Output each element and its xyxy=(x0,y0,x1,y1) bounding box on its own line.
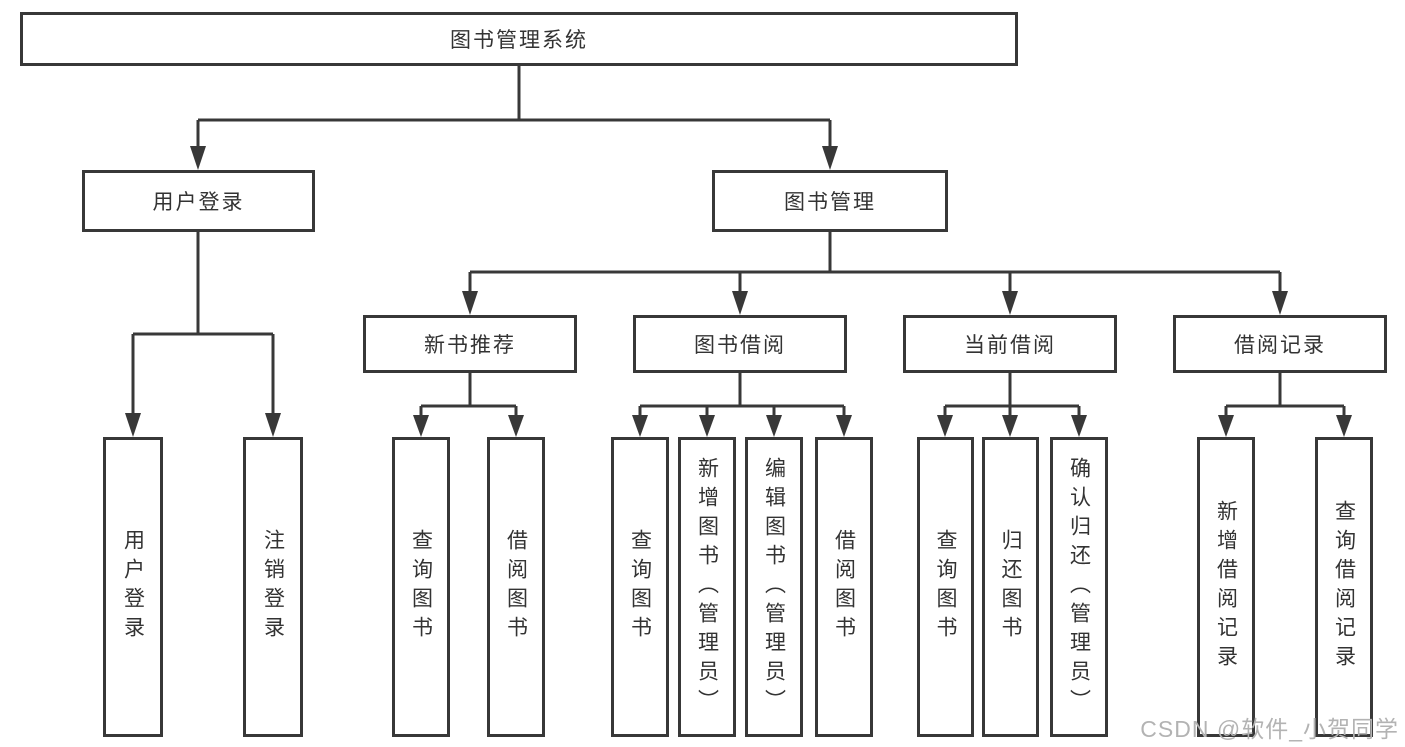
node-current-borrow-label: 当前借阅 xyxy=(964,334,1056,357)
node-user-login: 用户登录 xyxy=(82,170,315,232)
node-borrow-records: 借阅记录 xyxy=(1173,315,1387,373)
connector-new-books-to-leaves xyxy=(413,373,524,437)
leaf-confirm-return-admin: 确认归还（管理员） xyxy=(1050,437,1108,737)
leaf-add-borrow-record-label: 新增借阅记录 xyxy=(1214,500,1238,674)
connector-current-borrow-to-leaves xyxy=(937,373,1087,437)
leaf-return-books-label: 归还图书 xyxy=(999,529,1023,645)
leaf-query-borrow-record: 查询借阅记录 xyxy=(1315,437,1373,737)
leaf-query-books-recommend: 查询图书 xyxy=(392,437,450,737)
connector-borrow-records-to-leaves xyxy=(1218,373,1352,437)
leaf-user-login: 用户登录 xyxy=(103,437,163,737)
connector-book-borrow-to-leaves xyxy=(632,373,852,437)
leaf-borrow-books-recommend: 借阅图书 xyxy=(487,437,545,737)
leaf-return-books: 归还图书 xyxy=(982,437,1039,737)
leaf-query-books-current: 查询图书 xyxy=(917,437,974,737)
leaf-user-login-label: 用户登录 xyxy=(121,529,145,645)
node-book-management: 图书管理 xyxy=(712,170,948,232)
leaf-confirm-return-admin-label: 确认归还（管理员） xyxy=(1067,456,1091,718)
leaf-edit-books-admin: 编辑图书（管理员） xyxy=(745,437,803,737)
leaf-add-books-admin-label: 新增图书（管理员） xyxy=(695,456,719,718)
leaf-query-books-borrow-label: 查询图书 xyxy=(628,529,652,645)
connector-root-to-level2 xyxy=(190,66,838,170)
leaf-logout: 注销登录 xyxy=(243,437,303,737)
leaf-query-books-current-label: 查询图书 xyxy=(934,529,958,645)
connector-book-management-to-level3 xyxy=(462,232,1288,315)
node-root: 图书管理系统 xyxy=(20,12,1018,66)
node-book-management-label: 图书管理 xyxy=(784,191,876,214)
leaf-borrow-books-recommend-label: 借阅图书 xyxy=(504,529,528,645)
leaf-query-borrow-record-label: 查询借阅记录 xyxy=(1332,500,1356,674)
leaf-logout-label: 注销登录 xyxy=(261,529,285,645)
node-borrow-records-label: 借阅记录 xyxy=(1234,334,1326,357)
node-root-label: 图书管理系统 xyxy=(450,29,588,52)
node-new-book-recommend: 新书推荐 xyxy=(363,315,577,373)
node-book-borrow: 图书借阅 xyxy=(633,315,847,373)
node-current-borrow: 当前借阅 xyxy=(903,315,1117,373)
node-user-login-label: 用户登录 xyxy=(152,191,245,214)
leaf-query-books-borrow: 查询图书 xyxy=(611,437,669,737)
watermark: CSDN @软件_小贺同学 xyxy=(1140,716,1399,742)
node-new-book-recommend-label: 新书推荐 xyxy=(424,334,516,357)
leaf-borrow-books-label: 借阅图书 xyxy=(832,529,856,645)
leaf-add-borrow-record: 新增借阅记录 xyxy=(1197,437,1255,737)
leaf-add-books-admin: 新增图书（管理员） xyxy=(678,437,736,737)
leaf-query-books-recommend-label: 查询图书 xyxy=(409,529,433,645)
leaf-edit-books-admin-label: 编辑图书（管理员） xyxy=(762,456,786,718)
node-book-borrow-label: 图书借阅 xyxy=(694,334,786,357)
leaf-borrow-books: 借阅图书 xyxy=(815,437,873,737)
connector-user-login-to-leaves xyxy=(125,232,281,437)
